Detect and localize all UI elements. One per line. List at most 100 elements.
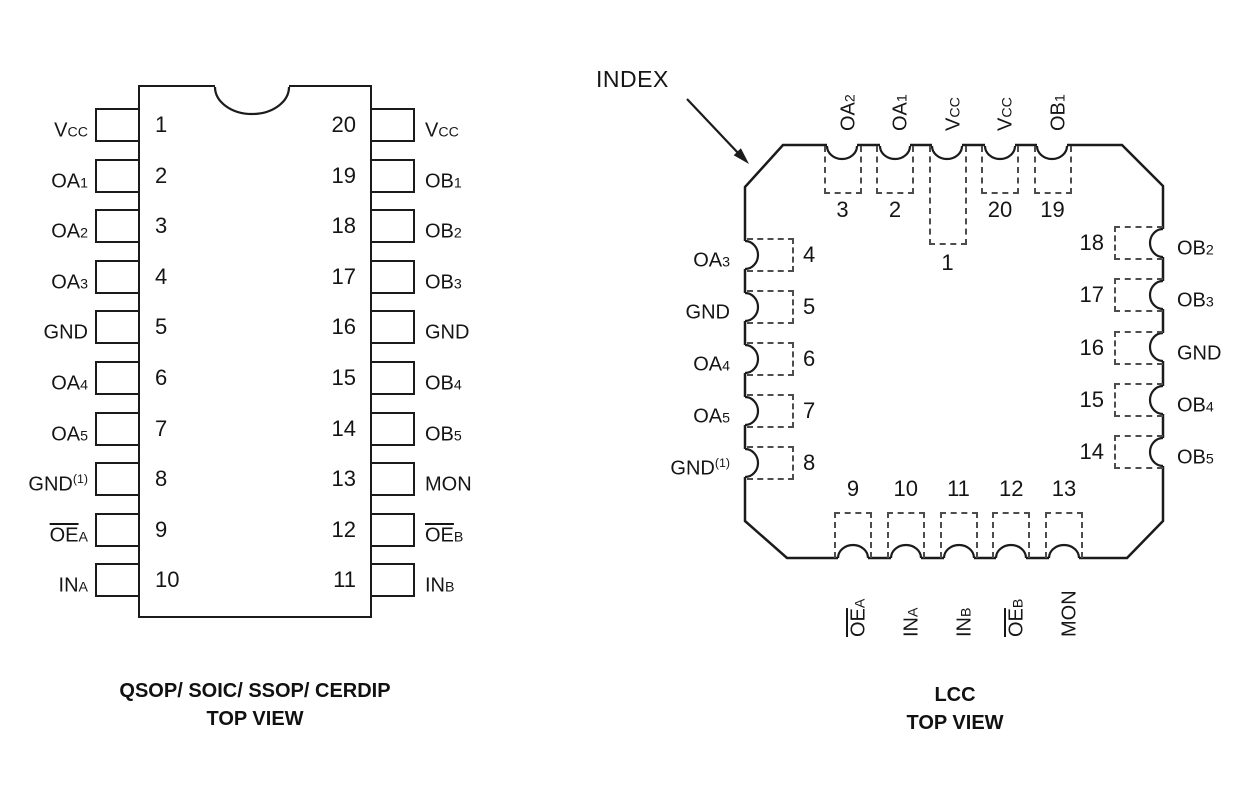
label-base: V	[54, 119, 68, 142]
label-base: V	[942, 117, 965, 131]
dip-caption-line1: QSOP/ SOIC/ SSOP/ CERDIP	[119, 680, 391, 702]
lcc-caption: LCC TOP VIEW	[800, 681, 1110, 737]
dip-left-pin-row: GND 5	[0, 310, 560, 345]
pad-number: 11	[947, 476, 970, 501]
dip-right-pin-row: 14 OB5	[0, 411, 560, 446]
label-base: GND	[1177, 342, 1222, 365]
label-subscript: 1	[1052, 94, 1069, 103]
label-subscript: 3	[80, 276, 88, 293]
label-subscript: 1	[894, 94, 911, 103]
pad-label: OB3	[1177, 278, 1214, 320]
pad-label: GND(1)	[570, 446, 730, 488]
pin-number: 20	[331, 112, 356, 137]
label-base: OA	[51, 170, 81, 193]
dip-left-pin-row: INA 10	[0, 563, 560, 598]
pad-number: 13	[1051, 476, 1077, 501]
pad-box	[992, 512, 1031, 558]
label-subscript: 4	[80, 377, 88, 394]
pad-number: 14	[1079, 439, 1104, 464]
pad-box	[1114, 226, 1163, 260]
dip-left-pin-row: OA5 7	[0, 411, 560, 446]
pad-box	[1033, 146, 1072, 194]
pad-number: 3	[836, 197, 849, 222]
pad-number: 10	[893, 476, 918, 501]
label-base: OB	[1177, 237, 1206, 260]
label-base: OB	[1047, 102, 1070, 131]
dip-right-pin-row: 17 OB3	[0, 259, 560, 294]
label-base: OB	[425, 423, 454, 446]
index-label: INDEX	[596, 66, 669, 92]
pin-number: 19	[331, 162, 356, 188]
pin-label: GND	[425, 310, 469, 352]
pad-box	[1114, 435, 1163, 469]
lcc-caption-line1: LCC	[934, 684, 976, 706]
pin-number: 5	[155, 314, 168, 340]
dip-left-pin-row: OEA 9	[0, 512, 560, 547]
pin-box	[370, 209, 415, 244]
pad-label: VCC	[936, 97, 968, 131]
label-base: OB	[425, 372, 454, 395]
pin-number: 11	[333, 567, 356, 593]
pad-box	[1045, 512, 1083, 558]
label-superscript: (1)	[714, 456, 730, 470]
pin-box	[370, 563, 415, 598]
pad-number: 12	[999, 476, 1024, 501]
pin-number: 6	[155, 365, 168, 390]
pin-box	[95, 108, 140, 142]
label-base: V	[425, 119, 439, 142]
dip-left-pin-row: OA2 3	[0, 209, 560, 244]
pad-label: GND	[570, 290, 730, 332]
pad-number: 15	[1079, 386, 1104, 412]
lcc-right-pad: 16 GND	[1040, 330, 1256, 365]
label-subscript: 3	[1205, 294, 1214, 311]
label-subscript: 5	[453, 428, 462, 445]
label-base: IN	[58, 575, 79, 598]
label-base: MON	[425, 473, 472, 496]
pin-number: 3	[155, 213, 168, 239]
label-subscript: B	[1010, 598, 1027, 609]
label-subscript: 2	[842, 94, 859, 103]
lcc-left-pad: OA3 4	[570, 238, 850, 272]
pin-number: 4	[155, 263, 168, 289]
dip-left-pin-row: VCC 1	[0, 108, 560, 142]
pin-label: OB3	[425, 260, 462, 302]
label-subscript: B	[445, 580, 455, 597]
pin-box	[95, 361, 140, 395]
pad-label: OB1	[1041, 94, 1073, 131]
pin-box	[370, 512, 415, 547]
label-subscript: 5	[80, 428, 88, 445]
pin-box	[95, 158, 140, 193]
label-base: IN	[425, 575, 445, 598]
pin-number: 9	[155, 516, 168, 542]
label-base: OA	[837, 102, 860, 131]
pin-label: INA	[0, 563, 88, 605]
pin-box	[95, 209, 140, 244]
label-subscript: CC	[438, 124, 459, 141]
pin-label: VCC	[0, 108, 88, 150]
label-base: OB	[1177, 394, 1206, 417]
pad-box	[928, 146, 967, 245]
label-superscript: (1)	[72, 472, 88, 487]
dip-right-pin-row: 19 OB1	[0, 158, 560, 193]
pad-number: 19	[1040, 197, 1065, 222]
pin-label: OA1	[0, 159, 88, 201]
pad-box	[747, 290, 794, 324]
label-subscript: A	[905, 607, 922, 617]
pad-box	[823, 146, 862, 194]
pin-box	[95, 411, 140, 446]
pad-label: MON	[1052, 590, 1084, 637]
pad-number: 16	[1079, 334, 1104, 360]
pad-box	[834, 512, 872, 558]
label-overline: OE	[847, 608, 870, 637]
pad-box	[747, 342, 794, 376]
label-subscript: 4	[1205, 399, 1214, 416]
pad-box	[747, 238, 794, 272]
lcc-left-pad: OA5 7	[570, 394, 850, 428]
label-base: GND	[28, 473, 73, 496]
label-base: OA	[693, 249, 723, 272]
label-base: OA	[693, 353, 723, 376]
pad-label: OEB	[999, 599, 1031, 637]
pin-number: 15	[331, 365, 356, 390]
pad-label: INB	[947, 608, 979, 637]
